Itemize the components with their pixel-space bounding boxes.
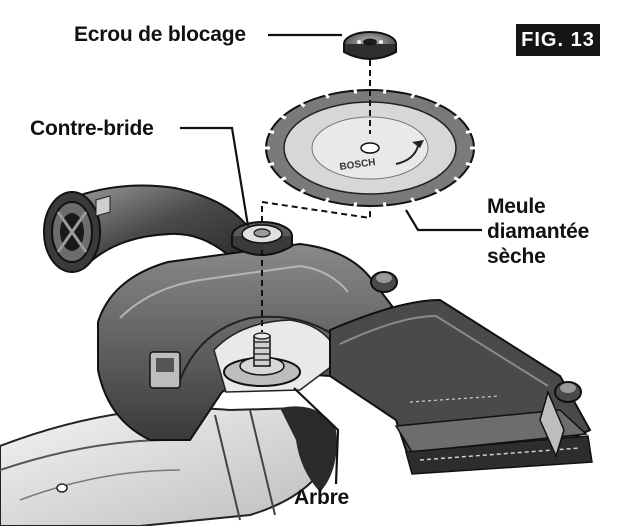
wheel-segment-gap [453, 113, 462, 120]
wheel-segment-gap [298, 100, 306, 108]
lock-nut [343, 31, 397, 60]
lock-nut-label: Ecrou de blocage [74, 23, 246, 46]
base-plate [329, 271, 593, 475]
leader-lines [180, 33, 482, 485]
dust-extraction-port [43, 184, 252, 273]
wheel-segment-gap [434, 188, 442, 196]
wheel-segment-gap [465, 129, 474, 134]
wheel-segment-gap [298, 188, 306, 196]
wheel-segment-gap [382, 87, 387, 94]
grinder-body [0, 406, 337, 526]
wheel-segment-gap [410, 91, 417, 99]
wheel-segment-gap [410, 197, 417, 205]
arbor-spindle [223, 332, 301, 387]
figure-number-badge: FIG. 13 [516, 24, 600, 56]
wheel-segment-gap [266, 162, 275, 167]
wheel-brand-engraving: BOSCH [339, 157, 376, 173]
backing-flange-label: Contre-bride [30, 117, 154, 140]
diamond-wheel-label: Meule diamantée sèche [487, 194, 589, 269]
wheel-segment-gap [434, 100, 442, 108]
wheel-segment-gap [453, 176, 462, 183]
arbor-label: Arbre [294, 486, 350, 509]
wheel-segment-gap [323, 197, 330, 205]
wheel-segment-gap [465, 162, 474, 167]
diamond-wheel: BOSCH [262, 87, 478, 209]
wheel-segment-gap [323, 91, 330, 99]
wheel-segment-gap [353, 202, 358, 209]
wheel-segment-gap [382, 202, 387, 209]
wheel-segment-gap [278, 113, 287, 120]
wheel-segment-gap [266, 129, 275, 134]
diamond-wheel-label-line1: Meule [487, 195, 546, 218]
diamond-wheel-label-line3: sèche [487, 245, 546, 268]
assembly-axis-lines [261, 60, 371, 332]
diamond-wheel-label-line2: diamantée [487, 220, 590, 243]
wheel-segment-gap [278, 176, 287, 183]
wheel-segment-gap [353, 87, 358, 94]
